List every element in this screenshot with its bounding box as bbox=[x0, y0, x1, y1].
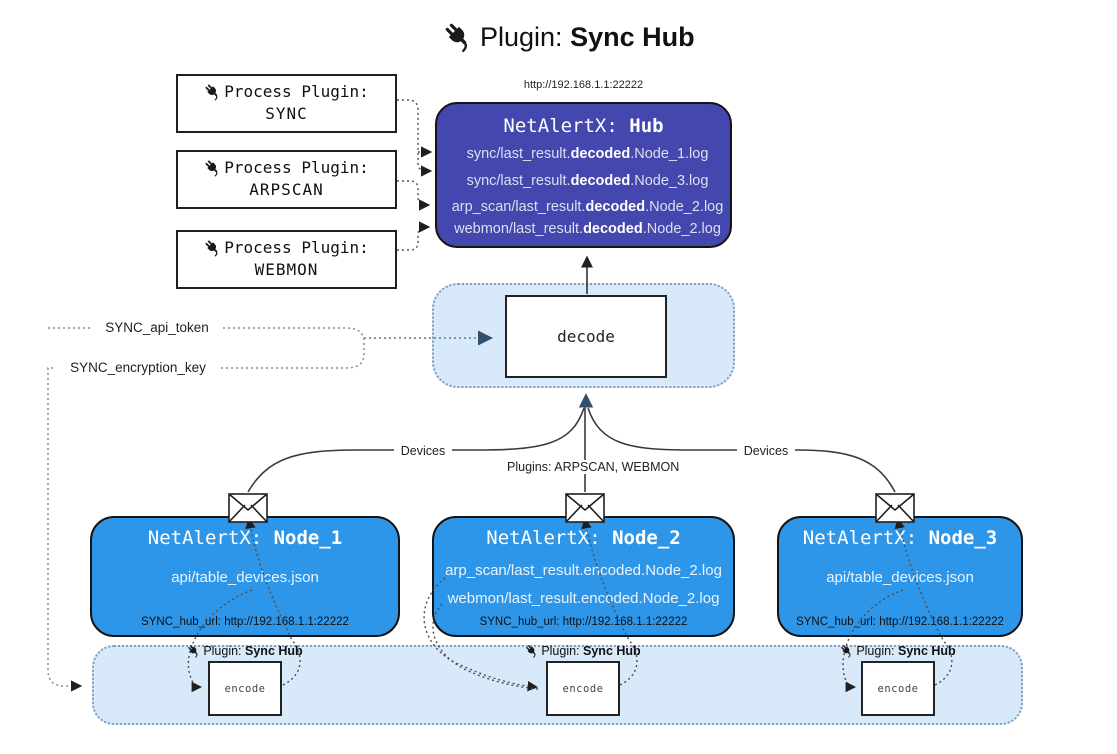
devices-left-label: Devices bbox=[394, 444, 452, 458]
decode-box: decode bbox=[505, 295, 667, 378]
plug-icon bbox=[525, 644, 539, 658]
process-plugin-heading: Process Plugin: bbox=[178, 82, 395, 101]
hub-log-line: arp_scan/last_result.decoded.Node_2.log bbox=[451, 199, 724, 215]
node-2-box: NetAlertX: Node_2 arp_scan/last_result.e… bbox=[432, 516, 735, 637]
node-to-decode-curves bbox=[247, 393, 896, 493]
sync-encryption-key-label: SYNC_encryption_key bbox=[56, 360, 220, 375]
hub-box: NetAlertX: Hub sync/last_result.decoded.… bbox=[435, 102, 732, 248]
process-plugin-box-arpscan: Process Plugin: ARPSCAN bbox=[176, 150, 397, 209]
process-plugin-name: ARPSCAN bbox=[249, 180, 324, 199]
node-hub-url: SYNC_hub_url: http://192.168.1.1:22222 bbox=[141, 616, 349, 628]
node-3-box: NetAlertX: Node_3 api/table_devices.json… bbox=[777, 516, 1023, 637]
process-plugin-heading: Process Plugin: bbox=[178, 158, 395, 177]
devices-right-label: Devices bbox=[737, 444, 795, 458]
encode-box-2: encode bbox=[546, 661, 620, 716]
hub-url-label: http://192.168.1.1:22222 bbox=[523, 79, 644, 91]
plug-icon bbox=[443, 21, 475, 53]
process-plugin-box-sync: Process Plugin: SYNC bbox=[176, 74, 397, 133]
encode-band-label-2: Plugin: Sync Hub bbox=[503, 644, 663, 658]
encode-band-label-1: Plugin: Sync Hub bbox=[165, 644, 325, 658]
process-plugin-box-webmon: Process Plugin: WEBMON bbox=[176, 230, 397, 289]
plug-icon bbox=[204, 239, 222, 257]
node-1-box: NetAlertX: Node_1 api/table_devices.json… bbox=[90, 516, 400, 637]
hub-title: NetAlertX: Hub bbox=[503, 115, 664, 137]
node-hub-url: SYNC_hub_url: http://192.168.1.1:22222 bbox=[479, 616, 688, 628]
node-title: NetAlertX: Node_1 bbox=[147, 527, 343, 549]
sync-api-token-label: SYNC_api_token bbox=[91, 320, 223, 335]
plugins-center-label: Plugins: ARPSCAN, WEBMON bbox=[504, 460, 679, 474]
process-plugin-heading: Process Plugin: bbox=[178, 238, 395, 257]
page-title: Plugin: Sync Hub bbox=[443, 16, 695, 58]
process-plugin-name: WEBMON bbox=[254, 260, 319, 279]
plug-icon bbox=[187, 644, 201, 658]
plugin-to-hub-connectors bbox=[397, 99, 433, 251]
hub-log-line: sync/last_result.decoded.Node_1.log bbox=[466, 146, 709, 162]
process-plugin-name: SYNC bbox=[265, 104, 308, 123]
encode-band-label-3: Plugin: Sync Hub bbox=[818, 644, 978, 658]
encode-box-1: encode bbox=[208, 661, 282, 716]
node-file: webmon/last_result.encoded.Node_2.log bbox=[447, 590, 720, 607]
node-title: NetAlertX: Node_2 bbox=[486, 527, 681, 549]
node-hub-url: SYNC_hub_url: http://192.168.1.1:22222 bbox=[796, 616, 1004, 628]
node-title: NetAlertX: Node_3 bbox=[802, 527, 998, 549]
plug-icon bbox=[204, 83, 222, 101]
hub-log-line: webmon/last_result.decoded.Node_2.log bbox=[454, 221, 721, 237]
page-title-text: Plugin: Sync Hub bbox=[480, 21, 695, 52]
plug-icon bbox=[840, 644, 854, 658]
hub-log-line: sync/last_result.decoded.Node_3.log bbox=[466, 173, 709, 189]
plug-icon bbox=[204, 159, 222, 177]
node-file: api/table_devices.json bbox=[826, 569, 974, 586]
node-file: arp_scan/last_result.encoded.Node_2.log bbox=[445, 562, 722, 579]
encode-box-3: encode bbox=[861, 661, 935, 716]
node-file: api/table_devices.json bbox=[171, 569, 319, 586]
